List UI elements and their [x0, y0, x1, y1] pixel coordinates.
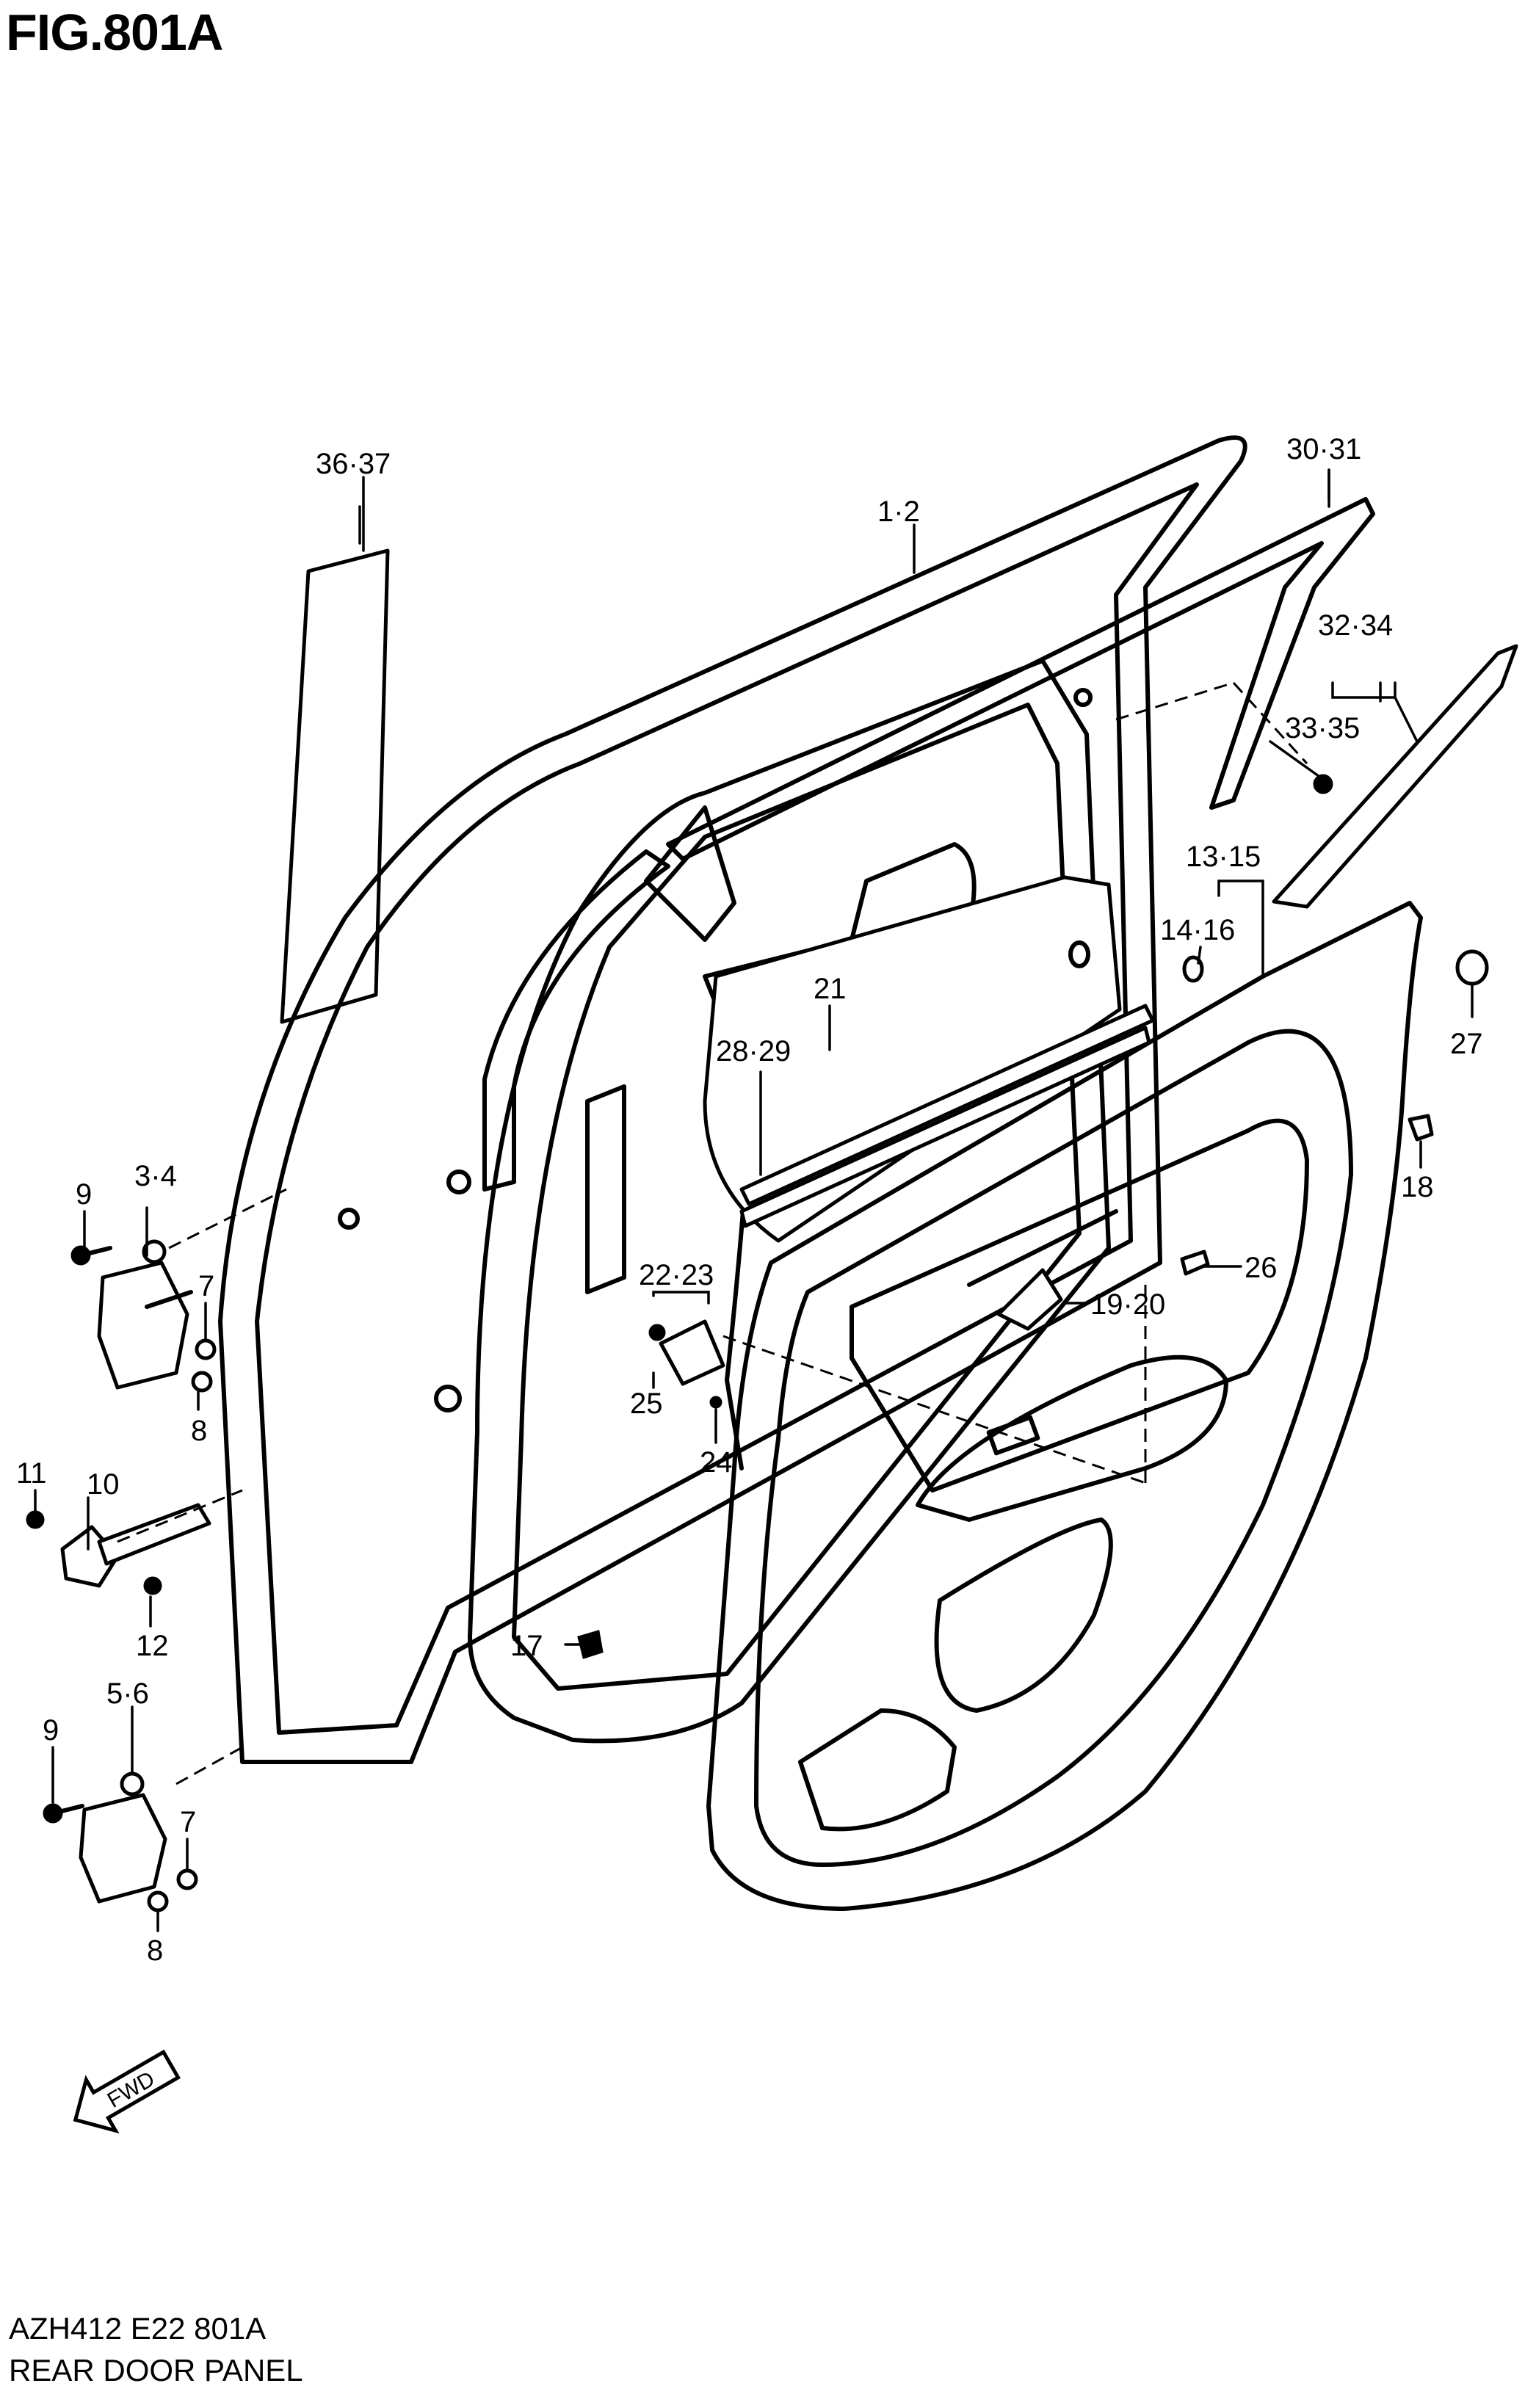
callout-8-upper: 8 — [191, 1415, 207, 1447]
callout-36-37: 36·37 — [316, 448, 391, 480]
callout-18: 18 — [1401, 1171, 1434, 1203]
figure-title: FIG.801A — [6, 4, 223, 61]
callout-22-23: 22·23 — [639, 1259, 714, 1291]
callout-33-35: 33·35 — [1285, 712, 1360, 744]
callout-1-2: 1·2 — [877, 496, 920, 528]
inner-cover — [703, 875, 1122, 1243]
door-trim-panel — [706, 901, 1423, 1911]
callout-13-15: 13·15 — [1186, 841, 1261, 873]
figure-name: REAR DOOR PANEL — [9, 2353, 303, 2387]
outer-belt-molding — [1272, 644, 1518, 909]
callout-14-16: 14·16 — [1160, 914, 1235, 946]
callout-11: 11 — [16, 1457, 47, 1490]
callout-9-lower: 9 — [43, 1714, 59, 1747]
callout-10: 10 — [87, 1468, 120, 1501]
callout-26: 26 — [1245, 1252, 1278, 1284]
callout-7-lower: 7 — [180, 1806, 196, 1838]
hinge-bolts — [26, 1245, 162, 1824]
lower-hinge — [79, 1771, 167, 1904]
upper-hinge — [97, 1239, 193, 1390]
clip-18 — [1408, 1114, 1434, 1142]
window-regulator-bracket — [648, 1319, 725, 1409]
callout-12: 12 — [136, 1630, 169, 1662]
callout-32-34: 32·34 — [1318, 609, 1393, 642]
fastener-17 — [577, 1630, 604, 1659]
window-film-panel — [280, 505, 390, 1024]
inside-handle — [996, 1268, 1063, 1331]
callout-9-upper: 9 — [76, 1178, 92, 1211]
callout-7-upper: 7 — [198, 1270, 214, 1302]
callout-labels: 1·2 3·4 5·6 7 7 8 8 9 9 10 11 12 13·15 1… — [16, 433, 1483, 1967]
callout-27: 27 — [1450, 1028, 1483, 1060]
callout-30-31: 30·31 — [1286, 433, 1361, 465]
callout-3-4: 3·4 — [134, 1160, 177, 1192]
check-strap — [60, 1503, 211, 1588]
screw-26 — [1180, 1250, 1210, 1276]
callout-17: 17 — [510, 1630, 543, 1662]
callout-5-6: 5·6 — [106, 1678, 149, 1710]
leader-lines — [34, 468, 1474, 1932]
callout-8-lower: 8 — [147, 1934, 163, 1967]
grommet-27 — [1455, 949, 1489, 986]
callout-21: 21 — [814, 973, 847, 1005]
callout-28-29: 28·29 — [716, 1035, 791, 1067]
assembly-guide-lines — [117, 681, 1308, 1785]
figure-code: AZH412 E22 801A — [9, 2311, 267, 2346]
fwd-arrow-icon: FWD — [73, 2049, 181, 2134]
callout-19-20: 19·20 — [1090, 1288, 1165, 1321]
clip-33-35 — [1313, 774, 1333, 794]
callout-24: 24 — [700, 1446, 733, 1479]
callout-25: 25 — [630, 1388, 663, 1420]
